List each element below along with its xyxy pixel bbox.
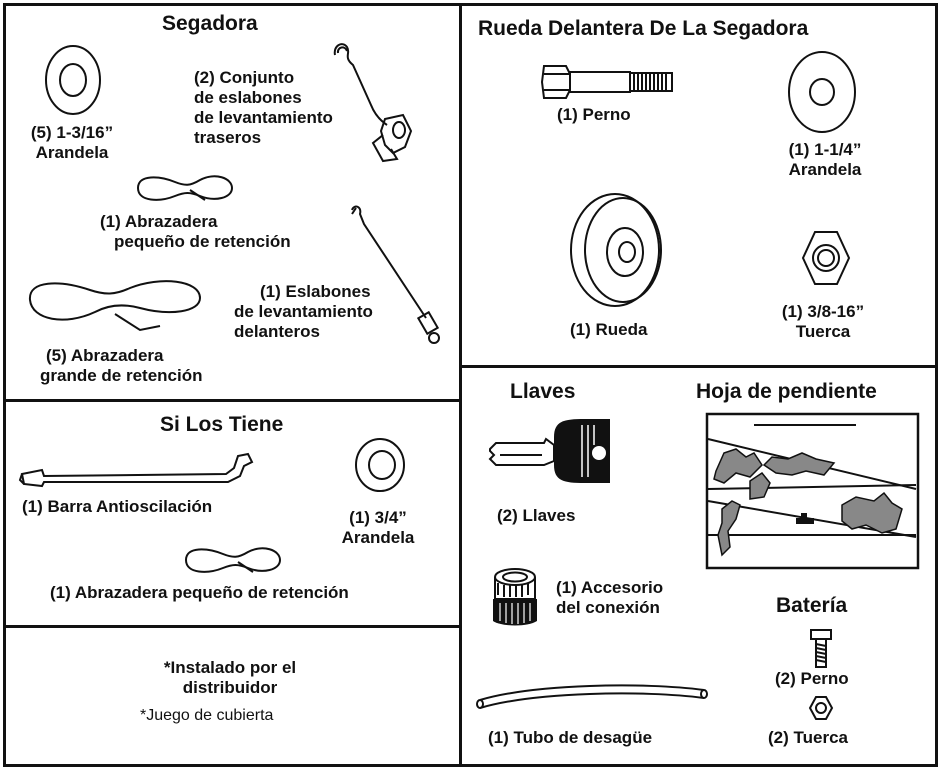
tiene-small-clip-icon	[184, 547, 282, 573]
hoja-title: Hoja de pendiente	[696, 380, 877, 403]
rueda-nut-name: Tuerca	[795, 322, 851, 341]
drain-tube-icon	[476, 684, 708, 709]
key-icon	[488, 419, 610, 483]
small-clip-line-2: pequeño de retención	[114, 232, 291, 251]
front-lift-link-icon	[351, 205, 440, 344]
segadora-washer-label: (5) 1-3/16” Arandela	[22, 123, 122, 163]
washer-name: Arandela	[35, 143, 109, 162]
installed-line-2: distribuidor	[182, 678, 278, 697]
battery-bolt-icon	[810, 629, 832, 668]
battery-bolt-label: (2) Perno	[775, 669, 849, 688]
tiene-washer-name: Arandela	[341, 528, 415, 547]
washer-34-icon	[355, 438, 405, 492]
rueda-washer-label: (1) 1-1/4” Arandela	[765, 140, 885, 180]
si-los-tiene-title: Si Los Tiene	[160, 413, 284, 436]
fitting-line-2: del conexión	[556, 598, 660, 617]
drain-tube-label: (1) Tubo de desagüe	[488, 728, 653, 747]
rear-links-label: (2) Conjunto de eslabones de levantamien…	[190, 68, 333, 148]
installed-by-dealer: *Instalado por el distribuidor	[100, 658, 360, 698]
sway-bar-label: (1) Barra Antioscilación	[22, 497, 213, 516]
wheel-bolt-icon	[540, 65, 673, 99]
slope-sheet-icon	[705, 412, 920, 570]
rueda-title: Rueda Delantera De La Segadora	[478, 17, 809, 40]
outer-border	[3, 3, 938, 767]
deck-kit-label: *Juego de cubierta	[140, 707, 274, 724]
keys-label: (2) Llaves	[497, 506, 576, 525]
front-links-line-1: (1) Eslabones	[260, 282, 371, 301]
divider-rueda	[460, 365, 938, 368]
large-clip-line-2: grande de retención	[40, 366, 203, 385]
divider-distribuidor	[3, 625, 461, 628]
installed-line-1: *Instalado por el	[163, 658, 297, 677]
wheel-bolt-label: (1) Perno	[557, 105, 631, 124]
rear-links-line-1: (2) Conjunto	[194, 68, 295, 87]
tiene-washer-label: (1) 3/4” Arandela	[322, 508, 434, 548]
rear-lift-link-icon	[333, 43, 413, 163]
small-clip-line-1: (1) Abrazadera	[100, 212, 218, 231]
rear-links-line-2: de eslabones	[194, 88, 302, 107]
fitting-line-1: (1) Accesorio	[556, 578, 664, 597]
washer-1316-icon	[45, 45, 101, 115]
wheel-label: (1) Rueda	[570, 320, 648, 339]
tiene-small-clip-label: (1) Abrazadera pequeño de retención	[50, 583, 349, 602]
large-clip-label: (5) Abrazadera grande de retención	[40, 346, 202, 386]
battery-nut-label: (2) Tuerca	[768, 728, 848, 747]
battery-nut-icon	[808, 696, 834, 720]
front-links-line-3: delanteros	[234, 322, 320, 341]
large-clip-line-1: (5) Abrazadera	[46, 346, 164, 365]
rueda-nut-label: (1) 3/8-16” Tuerca	[763, 302, 883, 342]
rueda-washer-name: Arandela	[788, 160, 862, 179]
tiene-washer-qty: (1) 3/4”	[349, 508, 407, 527]
fitting-label: (1) Accesorio del conexión	[556, 578, 663, 618]
front-links-label: (1) Eslabones de levantamiento delantero…	[230, 282, 373, 342]
small-clip-label: (1) Abrazadera pequeño de retención	[100, 212, 291, 252]
small-clip-icon	[136, 175, 234, 201]
washer-qty: (5) 1-3/16”	[30, 123, 114, 142]
fitting-icon	[493, 568, 537, 626]
rear-links-line-4: traseros	[194, 128, 262, 147]
sway-bar-icon	[18, 452, 254, 488]
vertical-divider	[459, 3, 462, 767]
large-clip-icon	[28, 280, 202, 332]
front-links-line-2: de levantamiento	[234, 302, 373, 321]
segadora-title: Segadora	[162, 12, 258, 35]
rueda-washer-qty: (1) 1-1/4”	[788, 140, 862, 159]
washer-114-icon	[788, 51, 856, 133]
bateria-title: Batería	[776, 594, 848, 617]
rear-links-line-3: de levantamiento	[194, 108, 333, 127]
rueda-nut-size: (1) 3/8-16”	[781, 302, 865, 321]
nut-38-icon	[801, 231, 851, 285]
llaves-title: Llaves	[510, 380, 576, 403]
divider-segadora	[3, 399, 461, 402]
wheel-icon	[570, 193, 662, 307]
